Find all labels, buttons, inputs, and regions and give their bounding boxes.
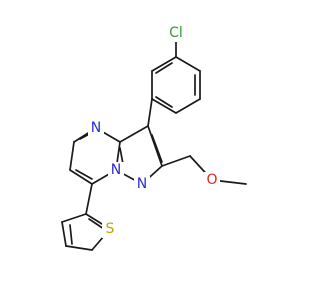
- thiophene-sulfur-label: S: [106, 221, 115, 237]
- bridgehead-nitrogen-atom: N: [108, 162, 124, 179]
- pyrazole-nitrogen-label: N: [137, 176, 147, 192]
- pyrazole-nitrogen-atom: N: [134, 176, 150, 193]
- ring-nitrogen-atom: N: [88, 120, 104, 137]
- aryl-link-bond: [147, 98, 153, 127]
- atom-labels: Cl N N N O S: [88, 25, 220, 238]
- bridgehead-nitrogen-label: N: [111, 162, 121, 178]
- thiophene-sulfur-atom: S: [102, 221, 118, 238]
- thienyl-link-bond: [85, 183, 93, 215]
- ring-nitrogen-label: N: [91, 120, 101, 136]
- chlorine-label: Cl: [169, 25, 183, 41]
- chlorophenyl-ring: [151, 41, 201, 114]
- ether-oxygen-atom: O: [204, 172, 220, 189]
- chemical-structure-diagram: Cl N N N O S: [61, 25, 247, 251]
- ether-oxygen-label: O: [206, 172, 217, 188]
- chlorine-atom: Cl: [166, 25, 186, 42]
